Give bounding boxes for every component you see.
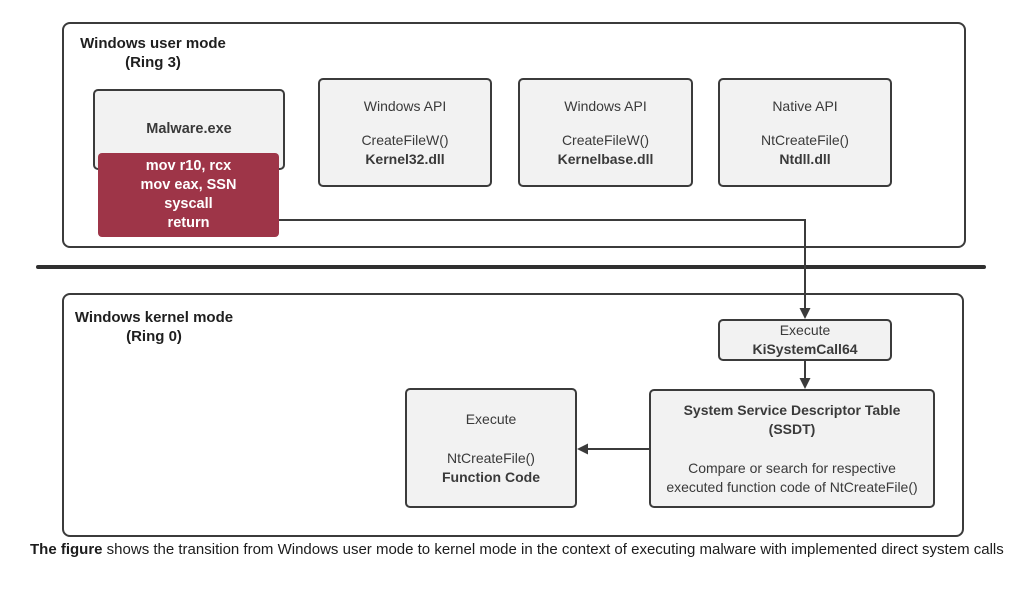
user-mode-label: Windows user mode (Ring 3) [74, 34, 232, 72]
api-category: Windows API [564, 97, 647, 114]
windows-api-kernelbase-box: Windows API CreateFileW() Kernelbase.dll [518, 78, 693, 187]
api-module: Ntdll.dll [779, 150, 831, 167]
function-code-line-2: NtCreateFile() [447, 449, 535, 466]
user-mode-subtitle: (Ring 3) [125, 54, 181, 71]
api-category: Windows API [363, 97, 447, 114]
ssdt-title-line-2: (SSDT) [768, 420, 816, 437]
syscall-stub-box: mov r10, rcx mov eax, SSN syscall return [98, 153, 279, 237]
api-function: CreateFileW() [361, 131, 449, 148]
kisystemcall64-box: Execute KiSystemCall64 [718, 319, 892, 361]
ssdt-desc-line-2: executed function code of NtCreateFile() [666, 478, 918, 495]
ssdt-desc-line-1: Compare or search for respective [688, 459, 896, 476]
figure-caption-lead: The figure [30, 541, 103, 558]
kernel-mode-label: Windows kernel mode (Ring 0) [74, 308, 234, 346]
kernel-mode-title: Windows kernel mode [74, 309, 234, 326]
api-module: Kernel32.dll [365, 150, 445, 167]
api-module: Kernelbase.dll [557, 150, 654, 167]
function-code-line-3: Function Code [442, 468, 540, 485]
windows-api-kernel32-box: Windows API CreateFileW() Kernel32.dll [318, 78, 492, 187]
figure-caption-text: shows the transition from Windows user m… [102, 541, 1004, 558]
kisystemcall64-line-1: Execute [779, 322, 831, 338]
native-api-ntdll-box: Native API NtCreateFile() Ntdll.dll [718, 78, 892, 187]
function-code-line-1: Execute [465, 410, 517, 427]
ssdt-box: System Service Descriptor Table (SSDT) C… [649, 389, 935, 508]
syscall-line-3: syscall [164, 196, 213, 212]
ring-divider-line [36, 265, 986, 269]
syscall-line-1: mov r10, rcx [145, 158, 232, 174]
function-code-box: Execute NtCreateFile() Function Code [405, 388, 577, 508]
malware-exe-label: Malware.exe [146, 121, 232, 137]
syscall-line-4: return [167, 215, 210, 231]
figure-caption: The figure shows the transition from Win… [30, 541, 1004, 558]
ssdt-title-line-1: System Service Descriptor Table [683, 401, 901, 418]
user-mode-title: Windows user mode [80, 35, 226, 52]
syscall-line-2: mov eax, SSN [140, 177, 237, 193]
api-category: Native API [772, 97, 838, 114]
api-function: CreateFileW() [561, 131, 650, 148]
kernel-mode-subtitle: (Ring 0) [126, 328, 182, 345]
kisystemcall64-line-2: KiSystemCall64 [752, 341, 858, 357]
api-function: NtCreateFile() [761, 131, 849, 148]
